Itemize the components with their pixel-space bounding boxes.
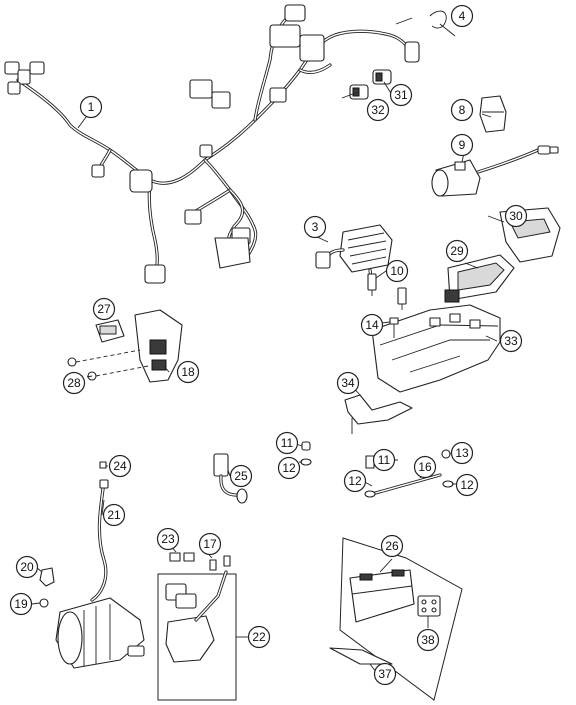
svg-text:17: 17: [203, 537, 217, 551]
nut-19: [39, 598, 49, 608]
svg-text:31: 31: [394, 88, 408, 102]
callout-10: 10: [385, 259, 409, 283]
svg-text:8: 8: [459, 103, 466, 117]
callout-20: 20: [15, 555, 39, 579]
holder-18: [134, 309, 183, 383]
callout-23: 23: [156, 527, 180, 551]
main-wiring-harness: [4, 4, 420, 284]
callout-34: 34: [336, 371, 360, 395]
svg-text:25: 25: [234, 469, 248, 483]
screws-17: [209, 555, 231, 571]
screws-28: [67, 349, 149, 381]
svg-text:30: 30: [509, 209, 523, 223]
cable-tie: [429, 10, 456, 37]
bracket-34: [344, 394, 413, 434]
svg-text:24: 24: [113, 459, 127, 473]
electronics-box: [371, 304, 501, 393]
svg-text:14: 14: [365, 318, 379, 332]
fuse-box-cover: [444, 254, 515, 303]
callout-8: 8: [450, 98, 474, 122]
callout-27: 27: [92, 297, 116, 321]
svg-text:28: 28: [67, 376, 81, 390]
starter-cable: [90, 479, 109, 602]
horn-with-cable: [431, 145, 559, 197]
callout-16: 16: [413, 455, 437, 479]
svg-text:10: 10: [390, 264, 404, 278]
callout-11b: 11: [372, 448, 396, 472]
callout-11a: 11: [275, 431, 299, 455]
callout-31: 31: [389, 83, 413, 107]
battery: [349, 569, 415, 623]
callout-28: 28: [62, 371, 86, 395]
svg-text:12: 12: [348, 474, 362, 488]
svg-text:11: 11: [281, 436, 294, 450]
callout-29: 29: [445, 239, 469, 263]
clamp-20: [39, 567, 55, 587]
rod-16: [364, 449, 454, 498]
callout-21: 21: [102, 503, 126, 527]
terminal-screws-38: [417, 595, 441, 617]
callout-12a: 12: [277, 456, 301, 480]
nut-washer-left: [300, 441, 312, 466]
svg-text:11: 11: [378, 453, 391, 467]
callout-33: 33: [499, 329, 523, 353]
callout-24: 24: [108, 454, 132, 478]
svg-text:32: 32: [371, 103, 385, 117]
svg-text:37: 37: [378, 667, 392, 681]
svg-text:1: 1: [88, 100, 95, 114]
callout-4: 4: [450, 4, 474, 28]
starter-relay: [165, 570, 228, 663]
svg-text:19: 19: [14, 597, 28, 611]
fuse-pair-23: [169, 552, 195, 562]
svg-text:34: 34: [341, 376, 355, 390]
connector-32: [349, 84, 369, 100]
callout-17: 17: [198, 532, 222, 556]
svg-text:23: 23: [161, 532, 175, 546]
callout-37: 37: [373, 662, 397, 686]
callout-22: 22: [247, 625, 271, 649]
svg-text:4: 4: [459, 9, 466, 23]
svg-text:16: 16: [418, 460, 432, 474]
svg-text:38: 38: [421, 633, 435, 647]
svg-text:27: 27: [97, 302, 111, 316]
callout-32: 32: [366, 98, 390, 122]
svg-text:12: 12: [282, 461, 296, 475]
svg-text:26: 26: [385, 539, 399, 553]
callout-18: 18: [176, 360, 200, 384]
callout-14: 14: [360, 313, 384, 337]
callout-13: 13: [450, 441, 474, 465]
svg-text:29: 29: [450, 244, 464, 258]
battery-strap-37: [329, 647, 393, 665]
callout-9: 9: [450, 133, 474, 157]
callout-12c: 12: [455, 473, 479, 497]
callout-30: 30: [504, 204, 528, 228]
callout-3: 3: [303, 215, 327, 239]
svg-text:33: 33: [504, 334, 518, 348]
callout-12b: 12: [343, 469, 367, 493]
cable-boot-25: [213, 453, 248, 504]
rubber-cap: [479, 95, 507, 133]
screw-24: [99, 461, 107, 469]
svg-text:9: 9: [459, 138, 466, 152]
screw-14: [389, 317, 399, 338]
callout-19: 19: [9, 592, 33, 616]
svg-text:13: 13: [455, 446, 469, 460]
svg-text:12: 12: [460, 478, 474, 492]
relay-27: [95, 319, 125, 343]
svg-text:22: 22: [252, 630, 266, 644]
callout-1: 1: [79, 95, 103, 119]
svg-text:18: 18: [181, 365, 195, 379]
svg-text:3: 3: [312, 220, 319, 234]
svg-text:20: 20: [20, 560, 34, 574]
connector-31: [372, 69, 392, 85]
fuse: [367, 273, 407, 310]
starter-motor: [55, 597, 145, 669]
voltage-regulator: [315, 224, 393, 287]
callout-26: 26: [380, 534, 404, 558]
callout-25: 25: [229, 464, 253, 488]
svg-text:21: 21: [107, 508, 121, 522]
callout-38: 38: [416, 628, 440, 652]
